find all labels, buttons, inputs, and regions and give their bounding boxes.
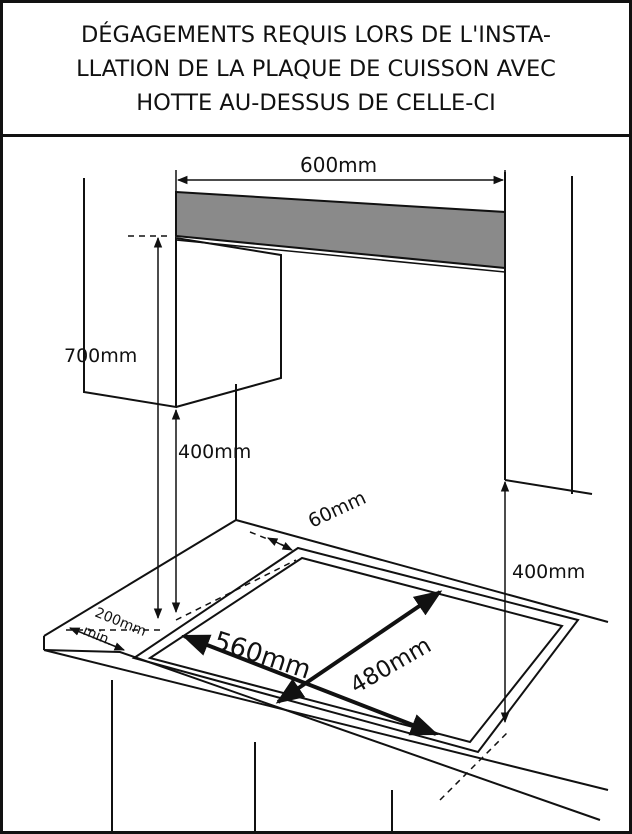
label-60mm: 60mm: [305, 487, 370, 533]
cooktop-outer: [131, 546, 580, 754]
dimension-lines: [69, 170, 510, 724]
label-600mm: 600mm: [300, 153, 377, 177]
dim-200mm-line: [69, 627, 125, 651]
label-560mm: 560mm: [210, 626, 315, 686]
cooktop-inner: [147, 556, 564, 744]
title-line-2: LLATION DE LA PLAQUE DE CUISSON AVEC: [76, 55, 556, 82]
title-line-3: HOTTE AU-DESSUS DE CELLE-CI: [136, 89, 496, 116]
label-700mm: 700mm: [64, 345, 137, 367]
base-cabinet-lines: [111, 680, 393, 834]
title-line-1: DÉGAGEMENTS REQUIS LORS DE L'INSTA-: [80, 21, 552, 48]
label-400mm-right: 400mm: [512, 561, 585, 583]
right-wall-cabinet: [504, 172, 593, 495]
dim-60mm-line: [267, 537, 293, 551]
hood-underline: [175, 239, 506, 273]
range-hood: [175, 190, 506, 273]
label-480mm: 480mm: [346, 632, 436, 699]
label-min: min.: [81, 623, 116, 649]
title-box: DÉGAGEMENTS REQUIS LORS DE L'INSTA- LLAT…: [3, 3, 629, 137]
cooktop: [131, 546, 580, 754]
label-400mm-left: 400mm: [178, 441, 251, 463]
left-wall-cabinet: [83, 178, 282, 409]
clearance-dashed-lines: [62, 235, 511, 801]
arrow-480mm: [275, 590, 443, 704]
cutout-arrows: [181, 590, 443, 736]
